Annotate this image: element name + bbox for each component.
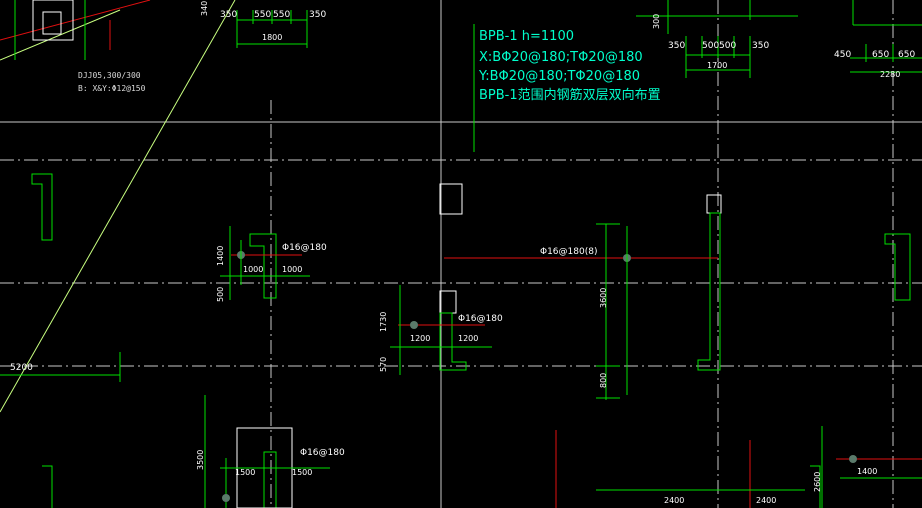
dim-group-top-b: 350 500 500 350 1700 300 <box>636 0 798 78</box>
dim-group-top-a: 350 550 550 350 1800 340 <box>200 1 326 48</box>
rebar-dim-1400: 1400 <box>216 246 225 266</box>
rebar-group-3: Φ16@180(8) 3600 800 <box>444 223 718 400</box>
dim-5200: 5200 <box>10 363 33 373</box>
rebar-label-4: Φ16@180 <box>300 448 345 458</box>
dim-550b: 550 <box>273 10 290 20</box>
dim-350c: 350 <box>668 41 685 51</box>
rebar-group-4: Φ16@180 1500 1500 3500 <box>196 395 345 508</box>
bpb-note: BPB-1 h=1100 X:BΦ20@180;TΦ20@180 Y:BΦ20@… <box>473 24 661 152</box>
rebar-dim-3600: 3600 <box>599 288 608 308</box>
footing-label-line2: B: X&Y:Φ12@150 <box>78 84 146 93</box>
rebar-dim-800: 800 <box>599 373 608 388</box>
wall-right <box>697 212 721 371</box>
rebar-dim-2600: 2600 <box>813 472 822 492</box>
note-line-desc: BPB-1范围内钢筋双层双向布置 <box>479 87 661 103</box>
wall-far-right <box>884 233 911 301</box>
dim-group-top-c: 450 650 650 2280 <box>834 0 922 79</box>
rebar-node <box>222 494 230 502</box>
rebar-dim-1500b: 1500 <box>292 468 312 477</box>
dim-350a: 350 <box>220 10 237 20</box>
dim-group-bottom: 2400 2400 <box>555 430 805 508</box>
dim-2280: 2280 <box>880 70 900 79</box>
dim-550a: 550 <box>254 10 271 20</box>
wall-mid-left <box>249 233 277 299</box>
dim-1700: 1700 <box>707 61 727 70</box>
rebar-dim-1000a: 1000 <box>243 265 263 274</box>
rebar-dim-1000b: 1000 <box>282 265 302 274</box>
dim-left-5200: 5200 <box>0 352 121 382</box>
diagonal-lines <box>0 0 236 413</box>
rebar-dim-1500a: 1500 <box>235 468 255 477</box>
dim-1800: 1800 <box>262 33 282 42</box>
rebar-dim-3500: 3500 <box>196 450 205 470</box>
diagonal-line-2 <box>0 9 121 61</box>
note-title: BPB-1 h=1100 <box>479 29 574 44</box>
dim-300: 300 <box>652 14 661 29</box>
note-line-y: Y:BΦ20@180;TΦ20@180 <box>478 69 640 84</box>
rebar-dim-1400b: 1400 <box>857 467 877 476</box>
wall-bottom-right <box>810 465 821 508</box>
rebar-node <box>410 321 418 329</box>
rebar-label-3: Φ16@180(8) <box>540 247 597 257</box>
rebar-dim-1730: 1730 <box>379 312 388 332</box>
dim-2400b: 2400 <box>756 496 776 505</box>
dim-340: 340 <box>200 1 209 16</box>
note-line-x: X:BΦ20@180;TΦ20@180 <box>479 50 643 65</box>
dim-450: 450 <box>834 50 851 60</box>
dim-350b: 350 <box>309 10 326 20</box>
footing-outline <box>32 0 74 41</box>
wall-center <box>439 312 467 371</box>
dim-500b: 500 <box>719 41 736 51</box>
rebar-dim-1200a: 1200 <box>410 334 430 343</box>
wall-bottom <box>263 451 277 508</box>
rebar-node <box>849 455 857 463</box>
rebar-dim-1200b: 1200 <box>458 334 478 343</box>
rebar-label-1: Φ16@180 <box>282 243 327 253</box>
wall-shapes <box>31 173 911 508</box>
wall-left <box>31 173 53 241</box>
dim-650b: 650 <box>898 50 915 60</box>
footing-top-left: DJJ05,300/300 B: X&Y:Φ12@150 <box>14 0 146 93</box>
diagonal-line-1 <box>0 0 236 413</box>
rebar-label-2: Φ16@180 <box>458 314 503 324</box>
rebar-group-2: Φ16@180 1200 1200 1730 570 <box>379 285 503 375</box>
rebar-dim-500: 500 <box>216 287 225 302</box>
dim-2400a: 2400 <box>664 496 684 505</box>
wall-bottom-left <box>42 465 53 508</box>
rebar-group-1: Φ16@180 1000 1000 1400 500 <box>216 226 327 302</box>
dim-650a: 650 <box>872 50 889 60</box>
footing-column <box>42 11 62 35</box>
diagonal-line-red <box>0 0 151 41</box>
column-center <box>439 183 463 215</box>
rebar-group-5: 1400 2600 <box>813 426 922 508</box>
rebar-dim-570: 570 <box>379 357 388 372</box>
dim-500a: 500 <box>702 41 719 51</box>
dim-350d: 350 <box>752 41 769 51</box>
footing-label-line1: DJJ05,300/300 <box>78 71 141 80</box>
